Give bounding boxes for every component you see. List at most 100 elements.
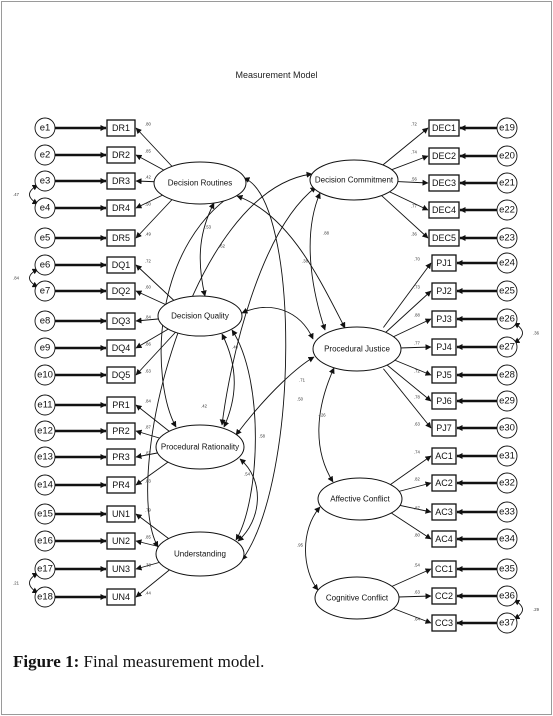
indicator-box-pr1: [106, 396, 136, 414]
error-node-e20: [496, 145, 518, 167]
error-label-e3: e3: [40, 176, 51, 187]
indicator-box-dr1: [106, 119, 136, 137]
indicator-box-dq5: [106, 366, 136, 384]
indicator-box-pr2: [106, 422, 136, 440]
loading-value-dr2: .85: [145, 149, 151, 154]
indicator-box-pj6: [431, 392, 457, 410]
error-label-e18: e18: [37, 592, 53, 603]
latent-ac: [317, 477, 403, 521]
error-label-e32: e32: [499, 478, 515, 489]
error-node-e23: [496, 227, 518, 249]
error-label-e24: e24: [499, 258, 515, 269]
error-node-e16: [34, 530, 56, 552]
loading-value-dr5: .49: [145, 232, 151, 237]
error-label-e12: e12: [37, 426, 53, 437]
error-node-e7: [34, 280, 56, 302]
latent-label-un: Understanding: [174, 550, 226, 559]
loading-value-cc3: .64: [414, 617, 420, 622]
error-node-e32: [496, 472, 518, 494]
loading-value-ac2: .82: [414, 477, 420, 482]
covariance-value-dr-pr: .62: [219, 244, 225, 249]
error-covariance-value-e26-e27: .36: [533, 331, 539, 336]
error-node-e34: [496, 528, 518, 550]
covariance-value-ac-cc: .95: [297, 543, 303, 548]
loading-path-pj7: [383, 368, 432, 429]
error-node-e19: [496, 117, 518, 139]
indicator-label-ac2: AC2: [435, 478, 453, 488]
latent-label-cc: Cognitive Conflict: [326, 594, 389, 603]
error-node-e14: [34, 474, 56, 496]
indicator-box-pj2: [431, 282, 457, 300]
indicator-box-pj7: [431, 419, 457, 437]
loading-value-dec2: .74: [411, 150, 417, 155]
indicator-box-ac3: [431, 503, 457, 521]
indicator-label-dr2: DR2: [112, 150, 130, 160]
loading-value-dec5: .36: [411, 232, 417, 237]
error-label-e37: e37: [499, 618, 515, 629]
error-label-e19: e19: [499, 123, 515, 134]
error-label-e30: e30: [499, 423, 515, 434]
indicator-label-pr1: PR1: [112, 400, 130, 410]
error-covariance-value-e36-e37: .29: [533, 607, 539, 612]
loading-path-ac1: [384, 455, 432, 489]
loading-value-pr4: .83: [145, 479, 151, 484]
covariance-ac-cc: [305, 506, 321, 591]
error-label-e23: e23: [499, 233, 515, 244]
loading-path-dec5: [380, 194, 429, 239]
latent-dr: [153, 161, 247, 205]
loading-value-pj2: .73: [414, 285, 420, 290]
indicator-label-dec3: DEC3: [432, 178, 456, 188]
indicator-box-dec5: [428, 229, 460, 247]
error-node-e15: [34, 503, 56, 525]
error-label-e25: e25: [499, 286, 515, 297]
loading-value-ac4: .80: [414, 533, 420, 538]
indicator-box-un2: [106, 532, 136, 550]
error-node-e2: [34, 144, 56, 166]
indicator-box-un4: [106, 588, 136, 606]
indicator-label-dec1: DEC1: [432, 123, 456, 133]
loading-path-pj2: [383, 290, 432, 335]
covariance-value-pr-un: .54: [244, 472, 250, 477]
error-node-e31: [496, 445, 518, 467]
error-node-e21: [496, 172, 518, 194]
latent-label-dr: Decision Routines: [168, 179, 232, 188]
indicator-label-dec2: DEC2: [432, 151, 456, 161]
error-node-e22: [496, 199, 518, 221]
loading-path-dec1: [380, 127, 429, 168]
error-label-e4: e4: [40, 203, 51, 214]
error-covariance-e17-e18: [29, 572, 39, 594]
error-node-e36: [496, 585, 518, 607]
error-node-e26: [496, 308, 518, 330]
error-node-e33: [496, 501, 518, 523]
indicator-box-pr4: [106, 476, 136, 494]
error-node-e10: [34, 364, 56, 386]
error-node-e37: [496, 612, 518, 634]
latent-label-dec: Decision Commitment: [315, 176, 394, 185]
caption-text: Final measurement model.: [79, 652, 265, 671]
covariance-dec-pj: [309, 192, 327, 331]
error-covariance-value-e3-e4: .47: [13, 192, 19, 197]
loading-value-dec4: .77: [411, 204, 417, 209]
caption-label: Figure 1:: [13, 652, 80, 671]
indicator-label-un2: UN2: [112, 536, 130, 546]
error-label-e11: e11: [37, 400, 52, 411]
figure-caption: Figure 1: Final measurement model.: [13, 652, 264, 672]
loading-value-dec3: .56: [411, 177, 417, 182]
error-label-e15: e15: [37, 509, 53, 520]
error-node-e12: [34, 420, 56, 442]
error-node-e28: [496, 364, 518, 386]
latent-pr: [155, 424, 245, 470]
indicator-label-pj2: PJ2: [436, 286, 452, 296]
loading-value-un1: .79: [145, 508, 151, 513]
indicator-label-un4: UN4: [112, 592, 130, 602]
indicator-box-cc2: [431, 587, 457, 605]
indicator-label-dec5: DEC5: [432, 233, 456, 243]
error-label-e9: e9: [40, 343, 51, 354]
indicator-label-dec4: DEC4: [432, 205, 456, 215]
indicator-box-dec1: [428, 119, 460, 137]
indicator-label-un3: UN3: [112, 564, 130, 574]
indicator-label-dq5: DQ5: [112, 370, 131, 380]
error-covariance-e6-e7: [29, 268, 39, 288]
error-label-e5: e5: [40, 233, 51, 244]
indicator-label-ac1: AC1: [435, 451, 453, 461]
